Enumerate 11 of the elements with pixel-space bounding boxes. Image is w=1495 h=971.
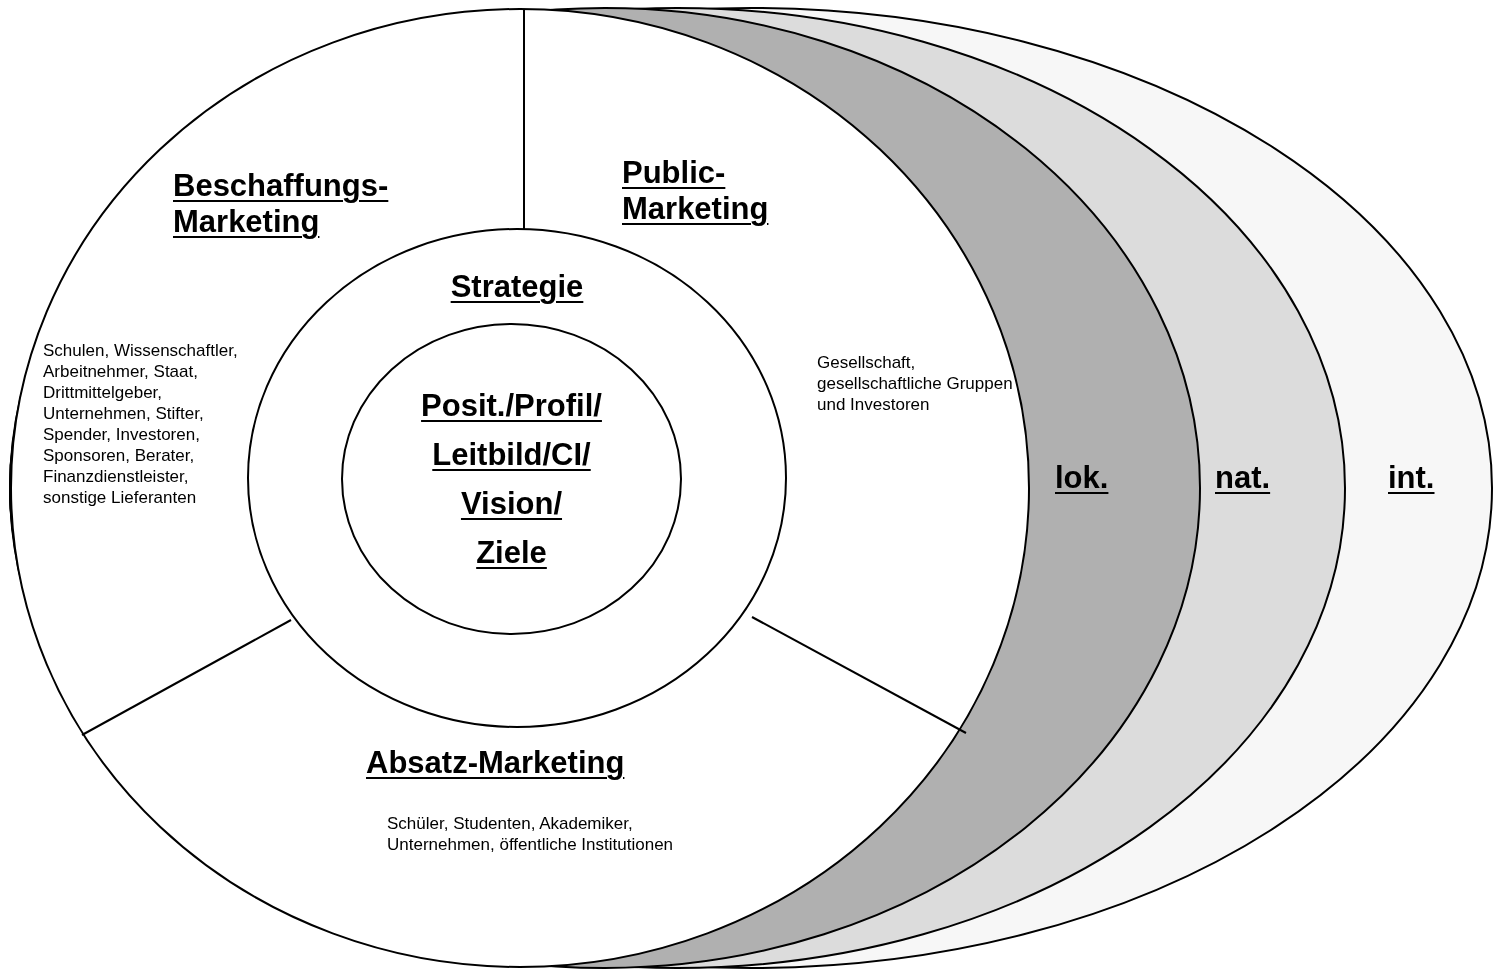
sector-description: Schulen, Wissenschaftler, Arbeitnehmer, Staat, Drittmittelgeber, Unternehmen, Stifter, Spender, Investoren, Sponsoren, Berater, Finanzdienstleister, sonstige Lieferanten: [43, 340, 239, 508]
core-label: Posit./Profil/ Leitbild/CI/ Vision/ Ziele: [420, 387, 603, 572]
sector-description: Gesellschaft, gesellschaftliche Gruppen und Investoren: [817, 352, 1014, 415]
sector-description: Schüler, Studenten, Akademiker, Unternehmen, öffentliche Institutionen: [387, 813, 675, 855]
band-label: lok.: [1055, 460, 1109, 496]
sector-heading: Beschaffungs- Marketing: [173, 168, 390, 240]
band-label: int.: [1388, 460, 1435, 496]
band-label: nat.: [1215, 460, 1271, 496]
sector-heading: Public- Marketing: [622, 155, 770, 227]
circle-label: Strategie: [450, 269, 584, 305]
sector-heading: Absatz-Marketing: [366, 745, 626, 781]
